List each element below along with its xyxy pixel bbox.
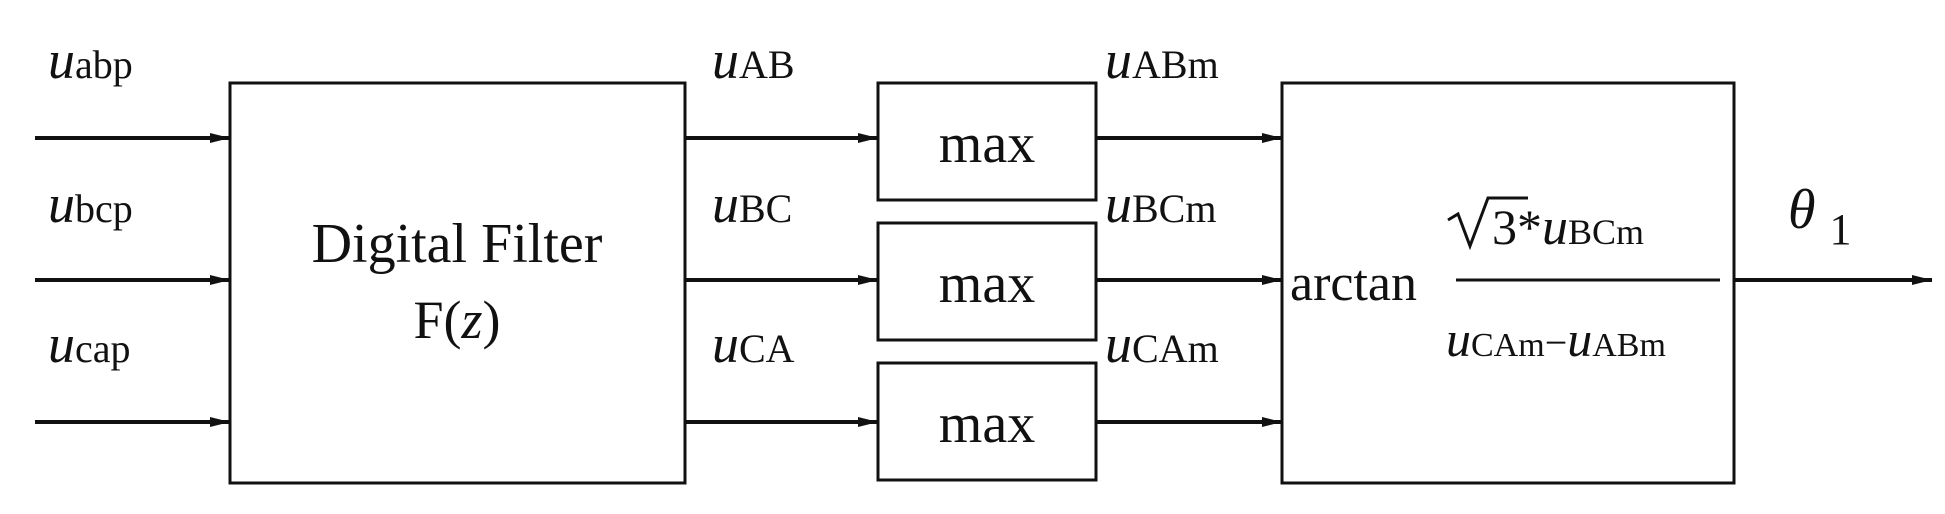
- input-var: u: [48, 314, 75, 374]
- max-output-label-cam: uCAm: [1105, 314, 1219, 374]
- denominator-var-2: u: [1567, 311, 1592, 367]
- input-label-cap: ucap: [48, 314, 131, 374]
- filter-title: Digital Filter: [312, 213, 603, 275]
- input-sub: abp: [75, 42, 133, 87]
- output-sub: 1: [1830, 205, 1852, 254]
- filter-output-label-bc: uBC: [712, 174, 792, 234]
- denominator-sub-1: CAm: [1471, 327, 1545, 364]
- output-var: u: [712, 30, 739, 90]
- max-label-bc: max: [939, 253, 1035, 315]
- output-var: u: [1105, 314, 1132, 374]
- input-label-bcp: ubcp: [48, 174, 133, 234]
- output-sub: AB: [739, 42, 795, 87]
- filter-output-label-ab: uAB: [712, 30, 795, 90]
- denominator-var-1: u: [1446, 311, 1471, 367]
- numerator-sub: BCm: [1568, 212, 1644, 252]
- output-var: u: [1105, 30, 1132, 90]
- filter-tf-prefix: F(: [413, 290, 461, 350]
- input-var: u: [48, 174, 75, 234]
- filter-transfer-function: F(z): [413, 290, 500, 350]
- multiply-star: *: [1517, 199, 1542, 255]
- max-label-ab: max: [939, 113, 1035, 175]
- numerator: 3*uBCm: [1492, 199, 1644, 256]
- output-sub: BC: [739, 186, 792, 231]
- filter-output-label-ca: uCA: [712, 314, 795, 374]
- denominator-sub-2: ABm: [1592, 327, 1666, 364]
- minus-sign: −: [1545, 320, 1568, 365]
- denominator: uCAm−uABm: [1446, 311, 1666, 367]
- input-sub: cap: [75, 326, 131, 371]
- max-output-label-abm: uABm: [1105, 30, 1219, 90]
- output-sub: CA: [739, 326, 795, 371]
- filter-tf-var: z: [461, 290, 483, 350]
- input-var: u: [48, 30, 75, 90]
- output-sub: ABm: [1132, 42, 1219, 87]
- output-var: u: [712, 174, 739, 234]
- max-output-label-bcm: uBCm: [1105, 174, 1216, 234]
- digital-filter-block: [228, 81, 687, 485]
- sqrt-radicand: 3: [1492, 199, 1517, 255]
- output-var: u: [1105, 174, 1132, 234]
- output-sub: CAm: [1132, 326, 1219, 371]
- filter-tf-suffix: ): [483, 290, 501, 350]
- arctan-function-label: arctan: [1290, 255, 1417, 312]
- numerator-var: u: [1542, 199, 1568, 256]
- max-label-ca: max: [939, 393, 1035, 455]
- output-var: u: [712, 314, 739, 374]
- max-block-ab: [876, 81, 1098, 202]
- input-label-abp: uabp: [48, 30, 133, 90]
- output-var: θ: [1788, 179, 1816, 241]
- sqrt-symbol: [1447, 196, 1528, 251]
- arctan-block: [1280, 81, 1736, 485]
- input-sub: bcp: [75, 186, 133, 231]
- output-sub: BCm: [1132, 186, 1216, 231]
